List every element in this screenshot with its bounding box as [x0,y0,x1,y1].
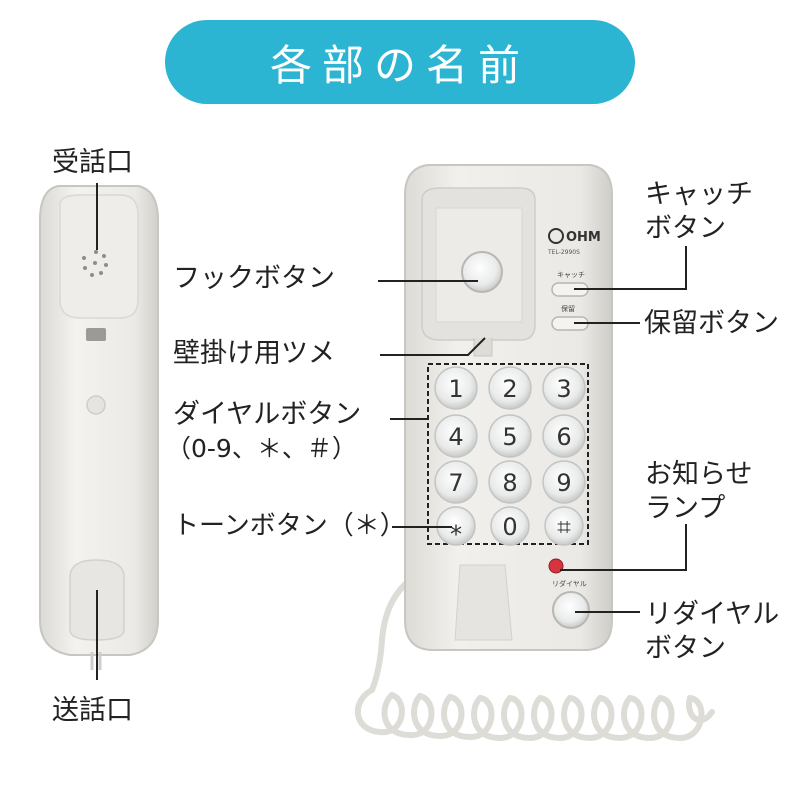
leader-lines [96,183,687,680]
redial-small-label: リダイヤル [552,579,587,588]
label-redial-line2: ボタン [645,633,726,664]
label-transmitter-mouth: 送話口 [52,695,133,726]
key-5: 5 [502,423,517,451]
catch-small-label: キャッチ [557,271,585,279]
label-lamp-line2: ランプ [645,493,726,524]
brand-logo: OHM TEL-2990S [547,228,601,256]
label-catch-button-line2: ボタン [645,213,726,244]
handset [39,185,159,670]
key-0: 0 [502,513,517,541]
redial-button-shape [552,591,590,629]
label-hold-button: 保留ボタン [644,308,779,339]
key-8: 8 [502,469,517,497]
label-hook-button: フックボタン [173,263,335,294]
label-receiver-mouth: 受話口 [52,147,133,178]
label-tone-button: トーンボタン（＊） [173,511,406,541]
key-9: 9 [556,469,571,497]
phone-base: OHM TEL-2990S キャッチ 保留 1 2 3 4 [404,164,613,651]
dial-keypad: 1 2 3 4 5 6 7 8 9 ⁎ 0 ⌗ [434,366,586,546]
label-catch-button-line1: キャッチ [645,179,753,210]
label-wall-hook: 壁掛け用ツメ [173,338,335,369]
key-star: ⁎ [450,513,462,541]
brand-logo-text: OHM [566,230,601,245]
coiled-cord [354,577,715,742]
key-4: 4 [448,423,463,451]
hold-small-label: 保留 [561,304,575,313]
label-redial-line1: リダイヤル [645,599,780,630]
key-1: 1 [448,375,463,403]
key-3: 3 [556,375,571,403]
key-hash: ⌗ [557,513,571,541]
key-6: 6 [556,423,571,451]
label-lamp-line1: お知らせ [645,459,753,490]
key-2: 2 [502,375,517,403]
page-title: 各部の名前 [165,20,635,104]
label-dial-button-line1: ダイヤルボタン [173,399,362,430]
notification-lamp [548,558,564,574]
label-dial-button-line2: （0-9、＊、＃） [166,434,357,463]
earpiece-holes [82,250,108,277]
model-number: TEL-2990S [547,249,580,256]
key-7: 7 [448,469,463,497]
